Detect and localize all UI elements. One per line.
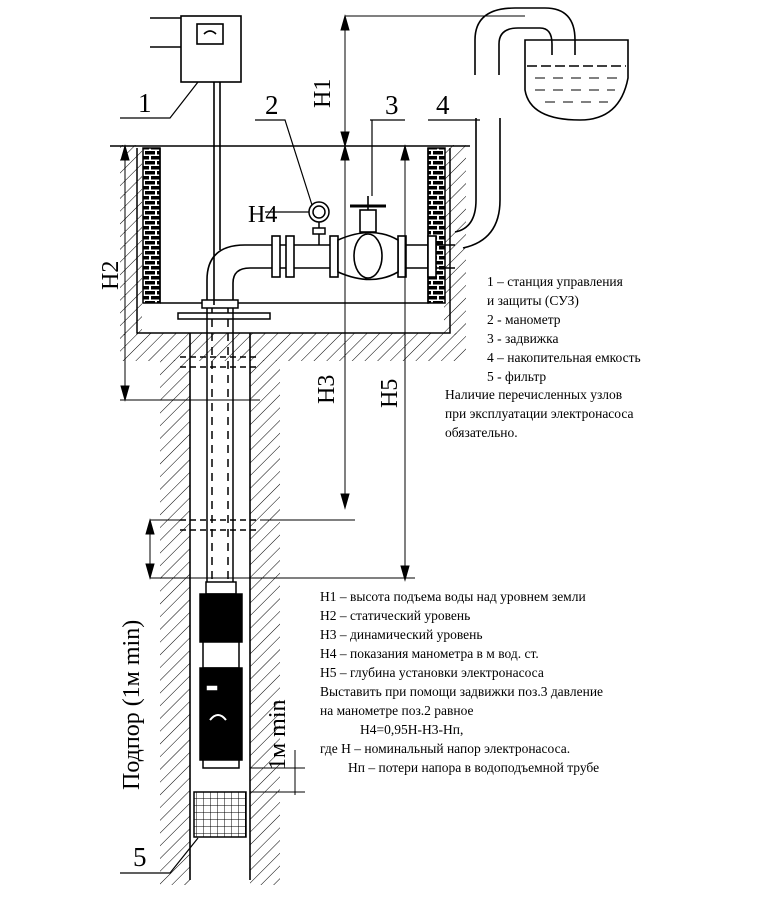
legend-item-2: 2 - манометр xyxy=(487,312,561,327)
component-legend: 1 – станция управления и защиты (СУЗ) 2 … xyxy=(487,272,641,386)
dim-h4: Н4 xyxy=(248,202,277,228)
def-hp: Нп – потери напора в водоподъемной трубе xyxy=(348,760,600,775)
dim-podpor: Подпор (1м min) xyxy=(119,620,145,790)
callout-1: 1 xyxy=(138,88,152,118)
def-h4: Н4 – показания манометра в м вод. ст. xyxy=(320,646,539,661)
legend-item-3: 3 - задвижка xyxy=(487,331,559,346)
dim-h3: Н3 xyxy=(314,375,340,404)
callout-4: 4 xyxy=(436,90,450,120)
flange-left xyxy=(271,235,281,278)
dim-1m-min: 1м min xyxy=(265,699,291,770)
def-h5: Н5 – глубина установки электронасоса xyxy=(320,665,544,680)
setting-line-1: Выставить при помощи задвижки поз.3 давл… xyxy=(320,684,604,699)
riser-pipe xyxy=(201,299,239,582)
well-casing xyxy=(180,333,260,880)
def-h1: Н1 – высота подъема воды над уровнем зем… xyxy=(320,589,586,604)
control-station xyxy=(150,15,242,305)
def-h3: Н3 – динамический уровень xyxy=(320,627,483,642)
legend-note: Наличие перечисленных узлов при эксплуат… xyxy=(445,385,634,442)
legend-note-line-1: Наличие перечисленных узлов xyxy=(445,387,623,402)
callout-3: 3 xyxy=(385,90,399,120)
legend-item-1: 1 – станция управления xyxy=(487,274,623,289)
dimension-lines xyxy=(120,14,525,795)
legend-note-line-3: обязательно. xyxy=(445,425,518,440)
dim-h2: Н2 xyxy=(98,261,124,290)
formula: Н4=0,95Н-Н3-Нп, xyxy=(360,722,464,737)
storage-tank xyxy=(454,7,629,249)
dim-h5: Н5 xyxy=(377,379,403,408)
setting-line-2: на манометре поз.2 равное xyxy=(320,703,474,718)
where-h: где Н – номинальный напор электронасоса. xyxy=(320,741,571,756)
filter xyxy=(193,791,247,838)
submersible-pump xyxy=(199,581,243,769)
callout-5: 5 xyxy=(133,842,147,872)
legend-note-line-2: при эксплуатации электронасоса xyxy=(445,406,634,421)
pit-right-wall xyxy=(427,147,446,304)
legend-item-5: 5 - фильтр xyxy=(487,369,547,384)
legend-item-1-cont: и защиты (СУЗ) xyxy=(487,293,579,308)
dim-h1: Н1 xyxy=(310,79,336,108)
manometer xyxy=(308,201,330,245)
definitions-block: Н1 – высота подъема воды над уровнем зем… xyxy=(320,587,603,777)
legend-item-4: 4 – накопительная емкость xyxy=(487,350,641,365)
def-h2: Н2 – статический уровень xyxy=(320,608,471,623)
leader-lines xyxy=(120,81,480,874)
pit-left-wall xyxy=(142,147,161,304)
pit-floor xyxy=(136,148,451,334)
discharge-pipe xyxy=(206,196,455,300)
callout-2: 2 xyxy=(265,90,279,120)
